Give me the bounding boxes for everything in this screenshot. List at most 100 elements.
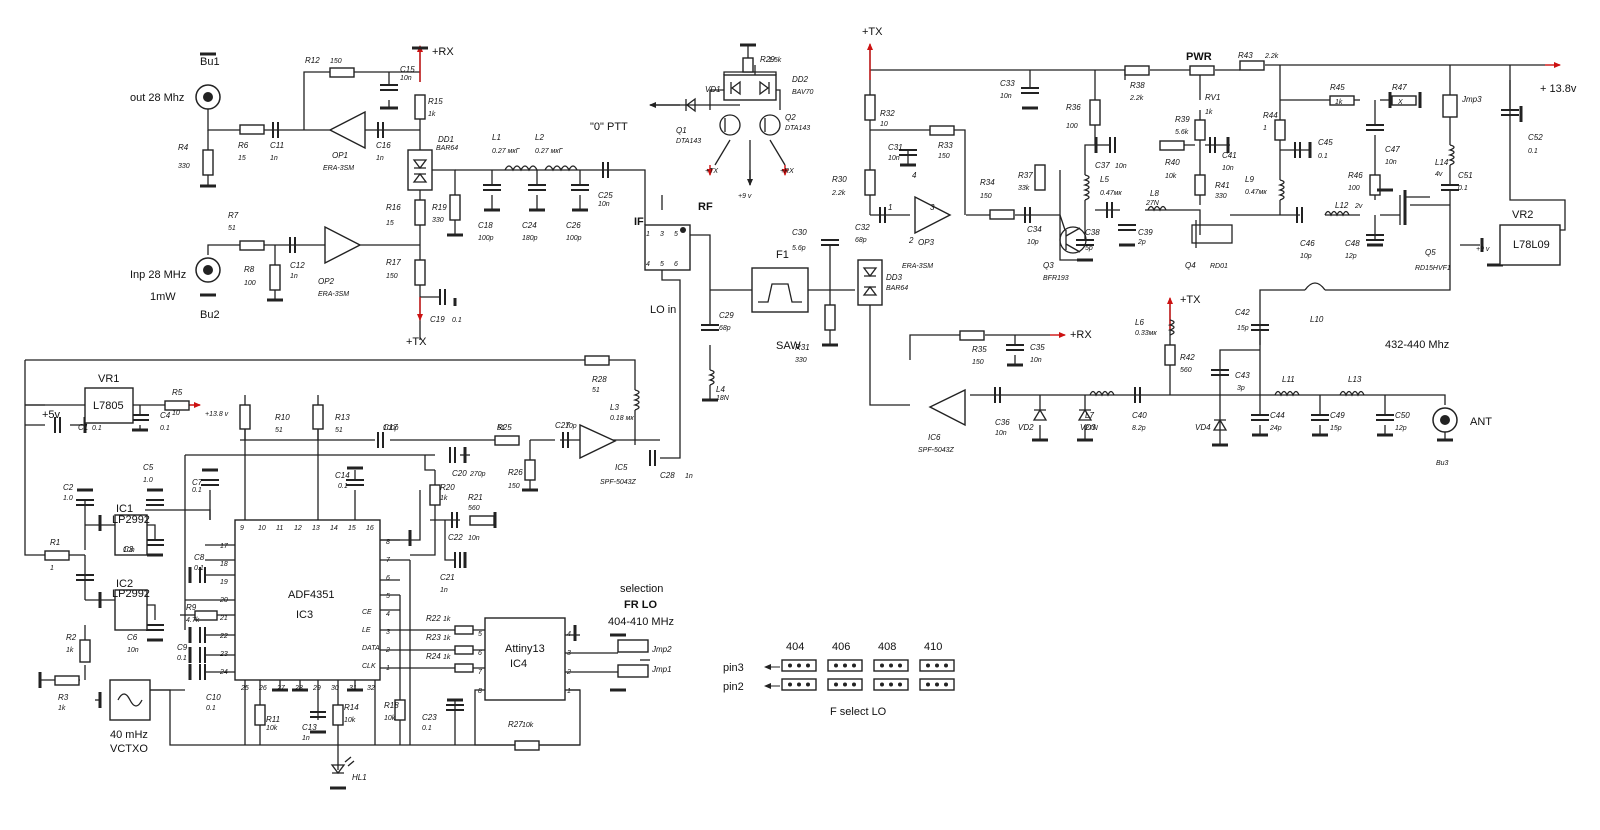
ic3-pin-top-14: 14 xyxy=(330,525,338,532)
c18-label: C18 xyxy=(478,221,493,230)
vr1-box xyxy=(84,387,134,424)
ic3-sig-DATA: DATA xyxy=(362,645,380,652)
blocks xyxy=(84,94,1561,721)
c26-value: 100p xyxy=(566,235,582,242)
l14-value: 4v xyxy=(1435,171,1443,178)
r32-label: R32 xyxy=(880,109,895,118)
r29-value: 1.5k xyxy=(768,57,782,64)
saw-filter-box xyxy=(751,267,809,313)
ic4-pin-left-6: 6 xyxy=(478,650,482,657)
jmp1-label: Jmp1 xyxy=(651,665,672,674)
r33-label: R33 xyxy=(938,141,953,150)
c31-label: C31 xyxy=(888,143,903,152)
r22-value: 1k xyxy=(443,616,451,623)
c29-label: C29 xyxy=(719,311,734,320)
mw-label: 1mW xyxy=(150,291,176,303)
r7-label: R7 xyxy=(228,211,239,220)
r1-label: R1 xyxy=(50,538,60,547)
ade1-pin-5: 6 xyxy=(674,261,678,268)
q4-label: Q4 xyxy=(1185,261,1196,270)
r34-value: 150 xyxy=(980,193,992,200)
ic4-pin-left-5: 5 xyxy=(478,631,482,638)
v138-label: + 13.8v xyxy=(1540,83,1577,95)
c46-value: 10p xyxy=(1300,253,1312,260)
c17-value: 100p xyxy=(383,425,399,432)
c21-value: 1n xyxy=(440,587,448,594)
ic1-box xyxy=(114,514,148,556)
connectors xyxy=(195,84,1458,433)
r43-body xyxy=(1239,60,1265,71)
l7-value: 27N xyxy=(1084,425,1099,432)
op3-pin-4: 4 xyxy=(912,171,917,180)
l1-value: 0.27 мкГ xyxy=(492,148,521,155)
r24-value: 1k xyxy=(443,654,451,661)
c51-value: 0.1 xyxy=(1458,185,1468,192)
transistors xyxy=(719,114,1430,254)
r9-label: R9 xyxy=(186,603,197,612)
q1-label: Q1 xyxy=(676,126,687,135)
out28-label: out 28 Mhz xyxy=(130,92,184,104)
r18-value: 10k xyxy=(384,715,396,722)
ic5-value: SPF-5043Z xyxy=(600,479,637,486)
ade1-pin-3: 4 xyxy=(646,261,650,268)
r27-body xyxy=(514,740,540,751)
r26-body xyxy=(524,459,536,481)
tx-rail-label-top: +TX xyxy=(862,26,883,38)
rx-rail-label: +RX xyxy=(432,46,454,58)
dd2-value: BAV70 xyxy=(792,89,814,96)
r27-label: R27 xyxy=(508,720,523,729)
c28-label: C28 xyxy=(660,471,675,480)
ic3-pin-left-23: 23 xyxy=(219,651,228,658)
r34-label: R34 xyxy=(980,178,995,187)
c5-label: C5 xyxy=(143,463,154,472)
q3-label: Q3 xyxy=(1043,261,1054,270)
rv1-value: 1k xyxy=(1205,109,1213,116)
r22-label: R22 xyxy=(426,614,441,623)
ic3-pin-right-7: 7 xyxy=(386,557,391,564)
r6-value: 15 xyxy=(238,155,246,162)
dd3-value: BAR64 xyxy=(886,285,908,292)
c39-label: C39 xyxy=(1138,228,1153,237)
amplifiers xyxy=(324,110,966,460)
r24-label: R24 xyxy=(426,652,441,661)
c24-label: C24 xyxy=(522,221,537,230)
ic4-pin-left-7: 7 xyxy=(478,669,483,676)
c23-value: 0.1 xyxy=(422,725,432,732)
c26-label: C26 xyxy=(566,221,581,230)
op3-label: OP3 xyxy=(918,238,935,247)
r47-label: R47 xyxy=(1392,83,1407,92)
r8-value: 100 xyxy=(244,280,256,287)
c6-label: C6 xyxy=(127,633,138,642)
ic4-label: Attiny13 xyxy=(505,643,545,655)
c8-value: 0.1 xyxy=(194,565,204,572)
c25-label: C25 xyxy=(598,191,613,200)
ic3-pin-bottom-26: 26 xyxy=(258,685,267,692)
r27-value: 10k xyxy=(522,722,534,729)
tx-label-l6: +TX xyxy=(1180,294,1201,306)
c25-value: 10n xyxy=(598,201,610,208)
jumper-pin xyxy=(834,663,838,668)
r15-label: R15 xyxy=(428,97,443,106)
r18-label: R18 xyxy=(384,701,399,710)
r14-value: 10k xyxy=(344,717,356,724)
r36-body xyxy=(1089,99,1101,126)
r3-body xyxy=(54,675,80,686)
selection-caption: F select LO xyxy=(830,706,887,718)
lo-in-label: LO in xyxy=(650,304,676,316)
inductors xyxy=(504,144,1455,411)
op3-pin-1: 1 xyxy=(888,203,892,212)
r38-body xyxy=(1124,65,1150,76)
r20-body xyxy=(429,484,441,506)
ade1-pin-0: 1 xyxy=(646,231,650,238)
ic3-pin-right-1: 1 xyxy=(386,665,390,672)
jumper-pin xyxy=(797,682,801,687)
l3-label: L3 xyxy=(610,403,619,412)
c33-value: 10n xyxy=(1000,93,1012,100)
dd2-label: DD2 xyxy=(792,75,809,84)
ic3-pin-right-3: 3 xyxy=(386,629,390,636)
ic3-pin-right-2: 2 xyxy=(385,647,390,654)
ic3-pin-right-6: 6 xyxy=(386,575,390,582)
c27-label: C27 xyxy=(555,421,570,430)
l8-label: L8 xyxy=(1150,189,1159,198)
